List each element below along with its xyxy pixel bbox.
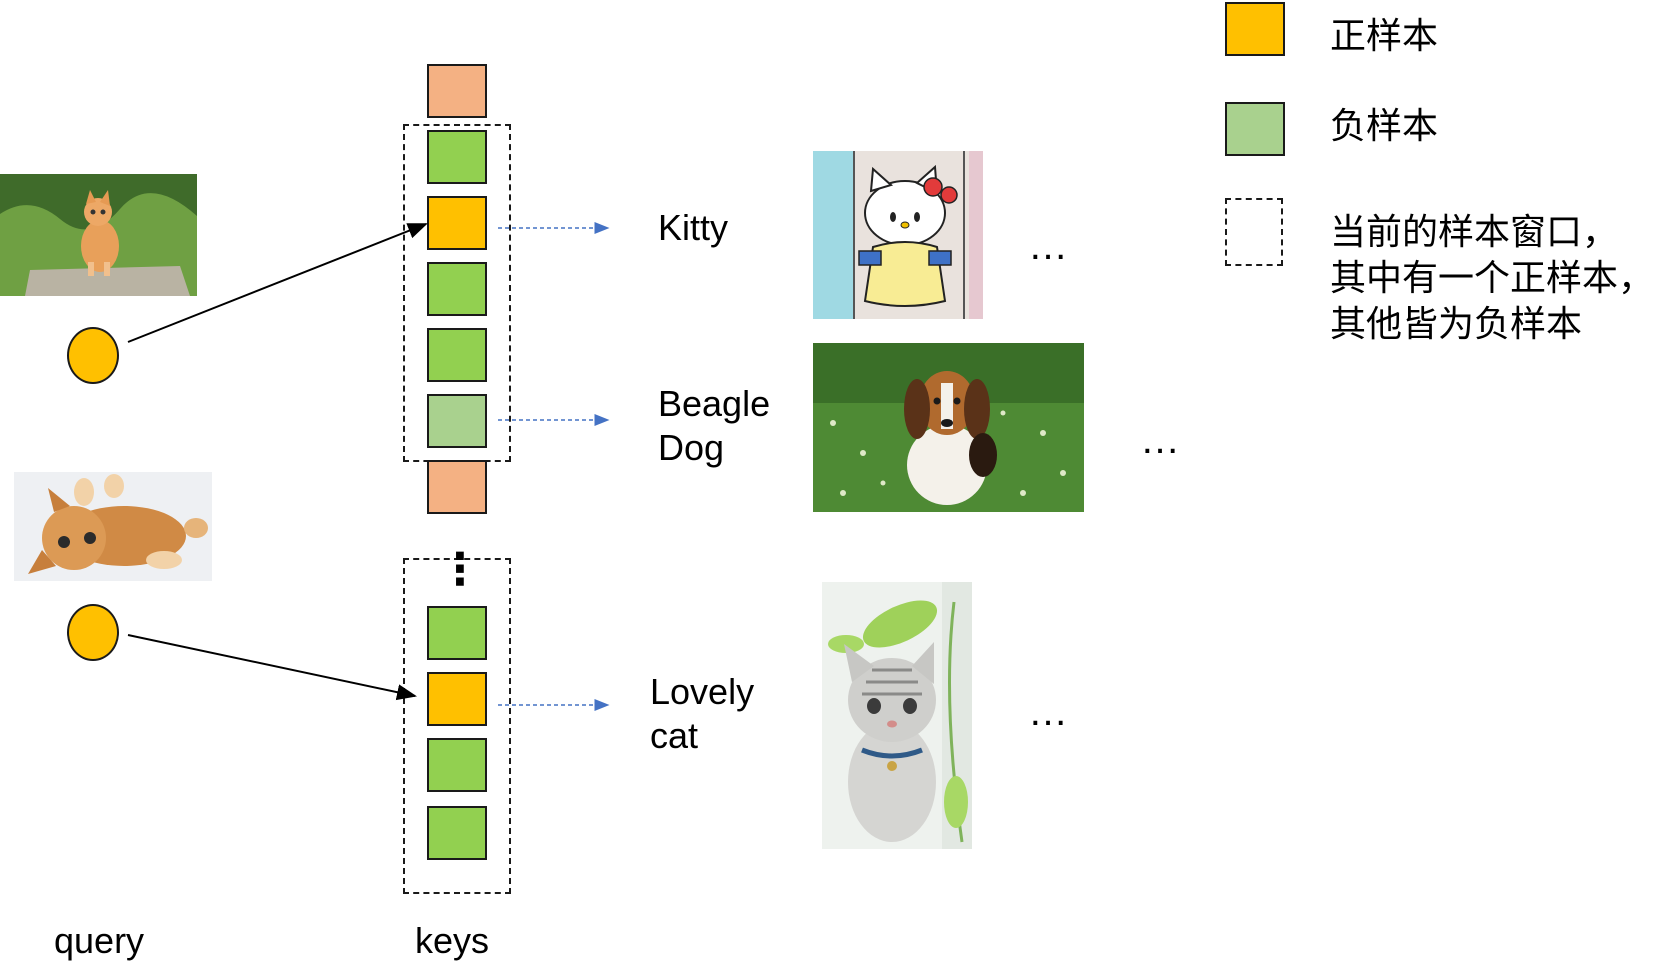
cat-label-line2: cat [650,715,699,756]
query-axis-label: query [54,920,145,961]
key-negative-light [427,394,487,448]
sample-window-2 [403,558,511,894]
legend-window-swatch [1225,198,1283,266]
key-negative [427,738,487,792]
legend-negative-label: 负样本 [1330,106,1439,147]
kitten-lying-image [14,472,212,581]
query-point-2 [67,604,119,661]
cat-label-line1: Lovely [650,671,755,712]
key-positive [427,672,487,726]
key-negative [427,806,487,860]
beagle-label-line1: Beagle [658,383,771,424]
legend-positive-swatch [1225,2,1285,56]
key-negative [427,328,487,382]
lovely-cat-image [822,582,972,849]
key-positive [427,196,487,250]
legend-window-line2: 其中有一个正样本， [1330,258,1655,299]
legend-window-line1: 当前的样本窗口， [1330,212,1619,253]
beagle-image [813,343,1084,512]
kitty-label: Kitty [658,207,729,248]
key-negative [427,606,487,660]
ellipsis-beagle: … [1140,418,1184,462]
legend-window-line3: 其他皆为负样本 [1330,304,1583,345]
ellipsis-cat: … [1028,690,1072,734]
beagle-label-line2: Dog [658,427,725,468]
ellipsis-kitty: … [1028,224,1072,268]
keys-vertical-ellipsis: ⋮ [438,545,482,594]
key-negative [427,130,487,184]
query-point-1 [67,327,119,384]
legend-negative-swatch [1225,102,1285,156]
key-other-bottom [427,460,487,514]
hello-kitty-image [813,151,983,319]
keys-axis-label: keys [415,920,490,961]
query-arrow-1 [127,223,428,343]
kitten-grass-image [0,174,197,296]
key-other-top [427,64,487,118]
key-negative [427,262,487,316]
legend-positive-label: 正样本 [1330,16,1439,57]
query-arrow-2 [127,634,417,701]
